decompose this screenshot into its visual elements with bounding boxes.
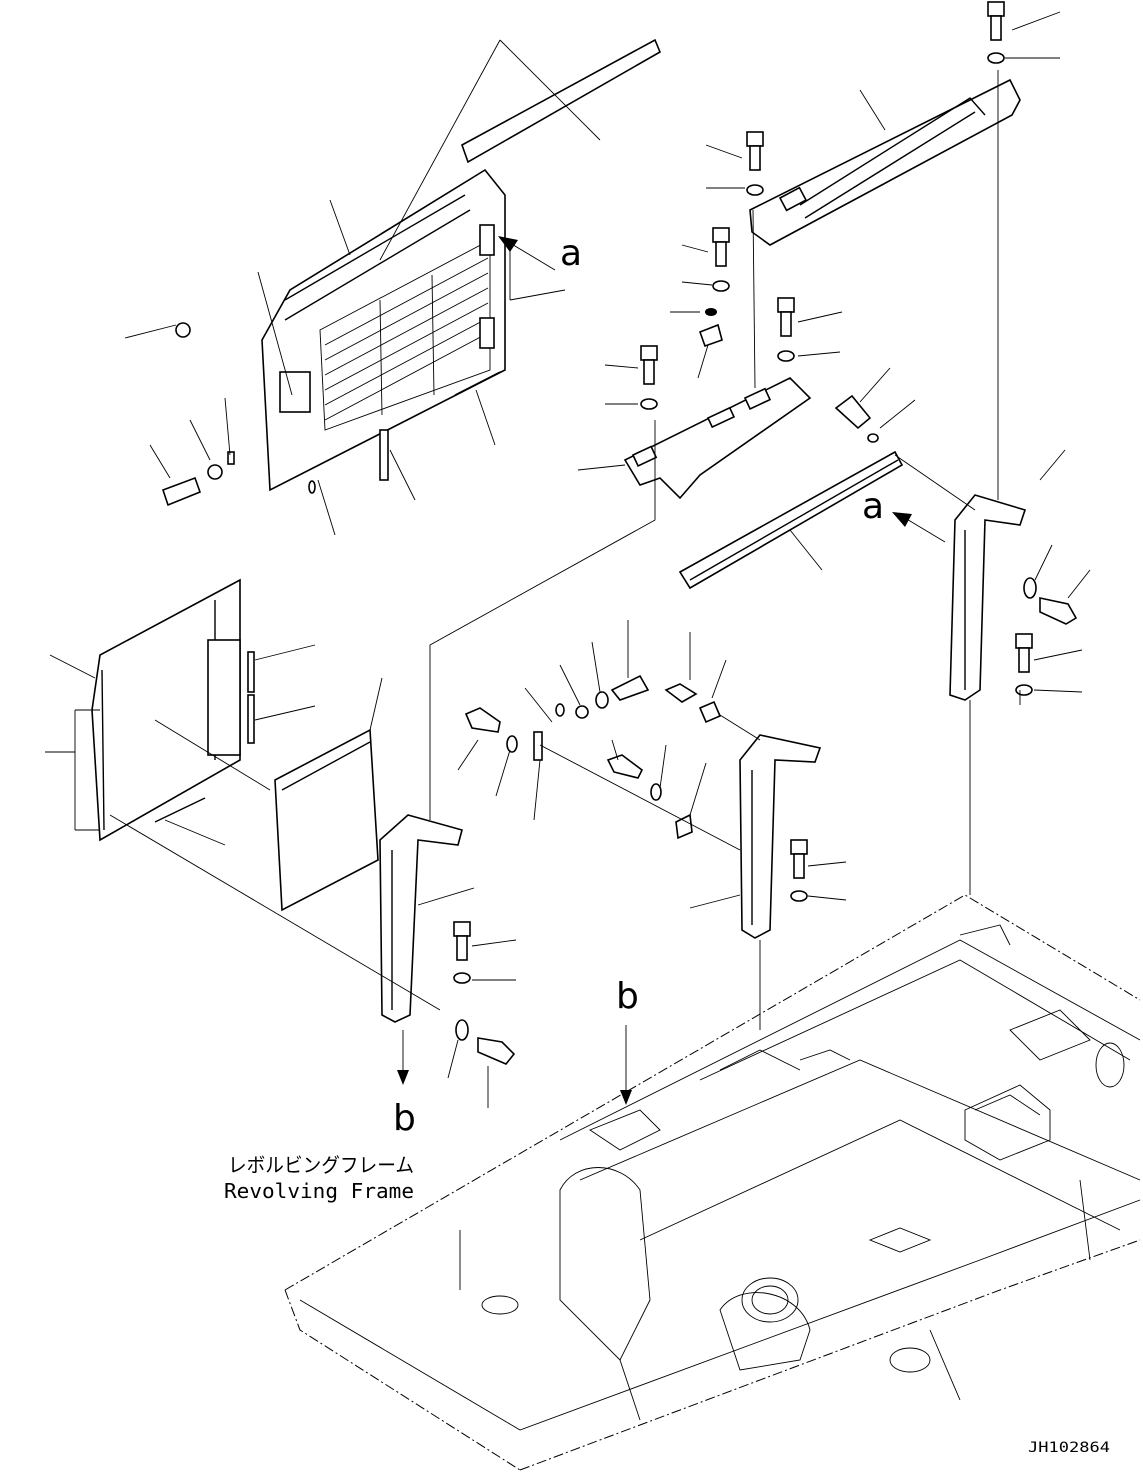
lower-door-panel <box>91 578 255 842</box>
panel-hardware <box>161 322 316 507</box>
louver-grille <box>319 239 491 431</box>
frame-label-english: Revolving Frame <box>224 1179 414 1203</box>
right-upright-post <box>949 494 1027 701</box>
left-upright-post <box>379 814 463 1023</box>
revolving-frame <box>284 894 1141 1471</box>
center-upright-post <box>675 734 822 939</box>
leader-lines <box>45 11 1091 1108</box>
side-rail <box>678 450 904 590</box>
upper-door-panel <box>261 168 506 492</box>
bolts-washers <box>453 1 1078 1065</box>
filter-screen <box>274 728 379 912</box>
ref-label-a-right: a <box>862 486 884 527</box>
ref-label-a-upper: a <box>560 233 582 274</box>
reference-arrows <box>397 236 946 1105</box>
top-cover-plate <box>749 78 1021 246</box>
drawing-number: JH102864 <box>1028 1440 1110 1456</box>
frame-label-japanese: レボルビングフレーム <box>228 1153 414 1177</box>
ref-label-b-post: b <box>393 1098 416 1139</box>
mounting-plate <box>623 308 812 500</box>
ref-label-b-frame: b <box>616 976 639 1017</box>
